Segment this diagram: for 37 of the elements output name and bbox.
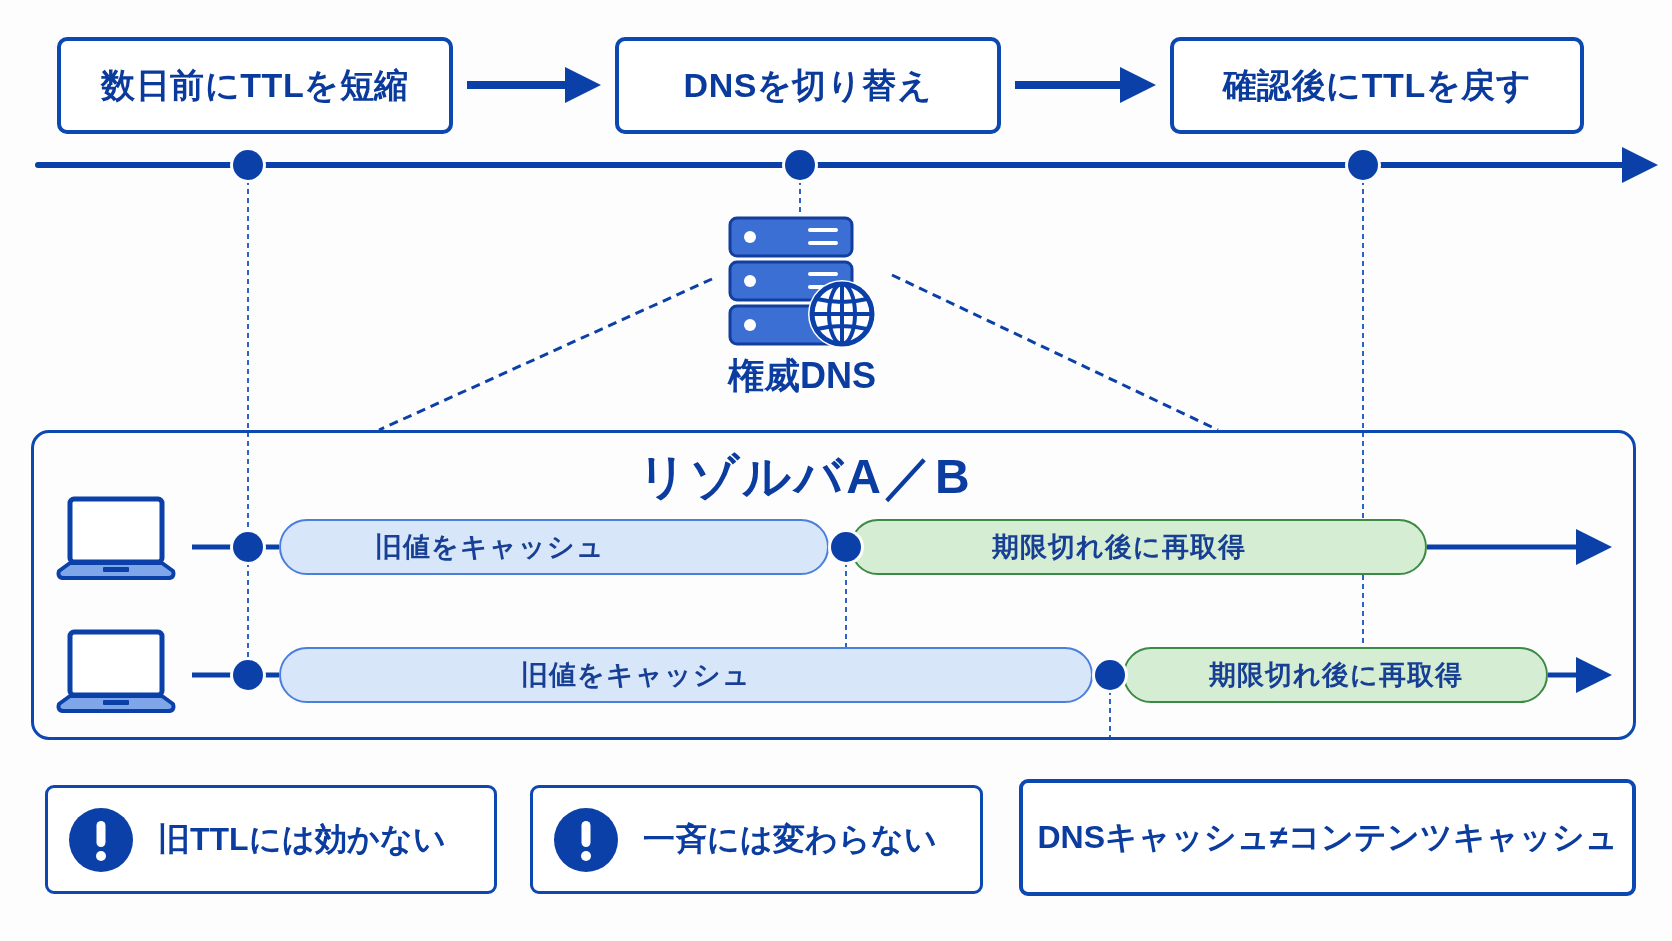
step-box [615, 37, 1001, 134]
event-dot [233, 660, 263, 690]
step-label: DNSを切り替え [683, 64, 933, 106]
note-box [1019, 779, 1636, 896]
note-text: 一斉には変わらない [643, 819, 937, 859]
note-box [45, 785, 497, 894]
connector-line [192, 544, 233, 550]
bar-label: 期限切れ後に再取得 [1208, 659, 1463, 692]
note-text: DNSキャッシュ≠コンテンツキャッシュ [1037, 817, 1618, 857]
bar-label: 旧値をキャッシュ [521, 659, 751, 692]
note-box [530, 785, 983, 894]
duration-bar [279, 519, 829, 575]
step-box [57, 37, 453, 134]
event-dot [831, 532, 861, 562]
timeline-dot [1348, 150, 1378, 180]
bar-label: 旧値をキャッシュ [375, 531, 605, 564]
step-box [1170, 37, 1584, 134]
timeline-dot [233, 150, 263, 180]
laptop-icon [55, 496, 177, 581]
note-text: 旧TTLには効かない [158, 819, 446, 859]
event-dot [1095, 660, 1125, 690]
resolver-panel [31, 430, 1636, 740]
dashed-line [891, 273, 1219, 432]
connector-line [192, 672, 233, 678]
timeline-dot [785, 150, 815, 180]
panel-title: リゾルバA／B [637, 449, 974, 505]
step-label: 確認後にTTLを戻す [1222, 64, 1532, 106]
bar-label: 期限切れ後に再取得 [991, 531, 1246, 564]
arrow [1427, 529, 1612, 565]
arrow [1548, 657, 1612, 693]
dashed-line [378, 277, 713, 432]
duration-bar [1123, 647, 1548, 703]
laptop-icon [55, 629, 177, 714]
server-label: 権威DNS [726, 354, 877, 398]
event-dot [233, 532, 263, 562]
step-label: 数日前にTTLを短縮 [101, 64, 409, 106]
duration-bar [279, 647, 1093, 703]
